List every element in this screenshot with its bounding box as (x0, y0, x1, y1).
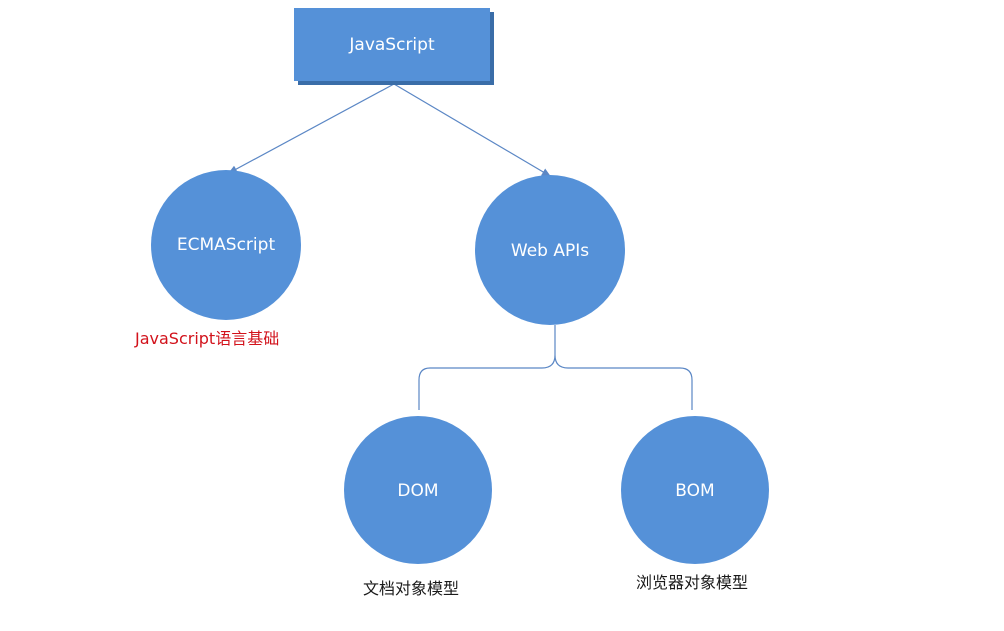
brace-connector-web-apis-to-children (418, 325, 693, 410)
connector-root-to-web-apis (393, 83, 551, 177)
root-box (294, 8, 490, 81)
root-box-label: JavaScript (348, 35, 435, 55)
web-apis-node-label: Web APIs (511, 241, 589, 261)
dom-node-circle (344, 416, 492, 564)
bom-node-circle (621, 416, 769, 564)
ecmascript-caption: JavaScript语言基础 (135, 329, 280, 348)
dom-node-label: DOM (397, 481, 438, 501)
ecmascript-node-label: ECMAScript (177, 235, 276, 255)
bom-node-label: BOM (675, 481, 714, 501)
web-apis-node-circle (475, 175, 625, 325)
bom-caption: 浏览器对象模型 (636, 573, 749, 592)
dom-caption: 文档对象模型 (363, 579, 460, 598)
connector-root-to-ecmascript (228, 83, 395, 174)
ecmascript-node-circle (151, 170, 301, 320)
